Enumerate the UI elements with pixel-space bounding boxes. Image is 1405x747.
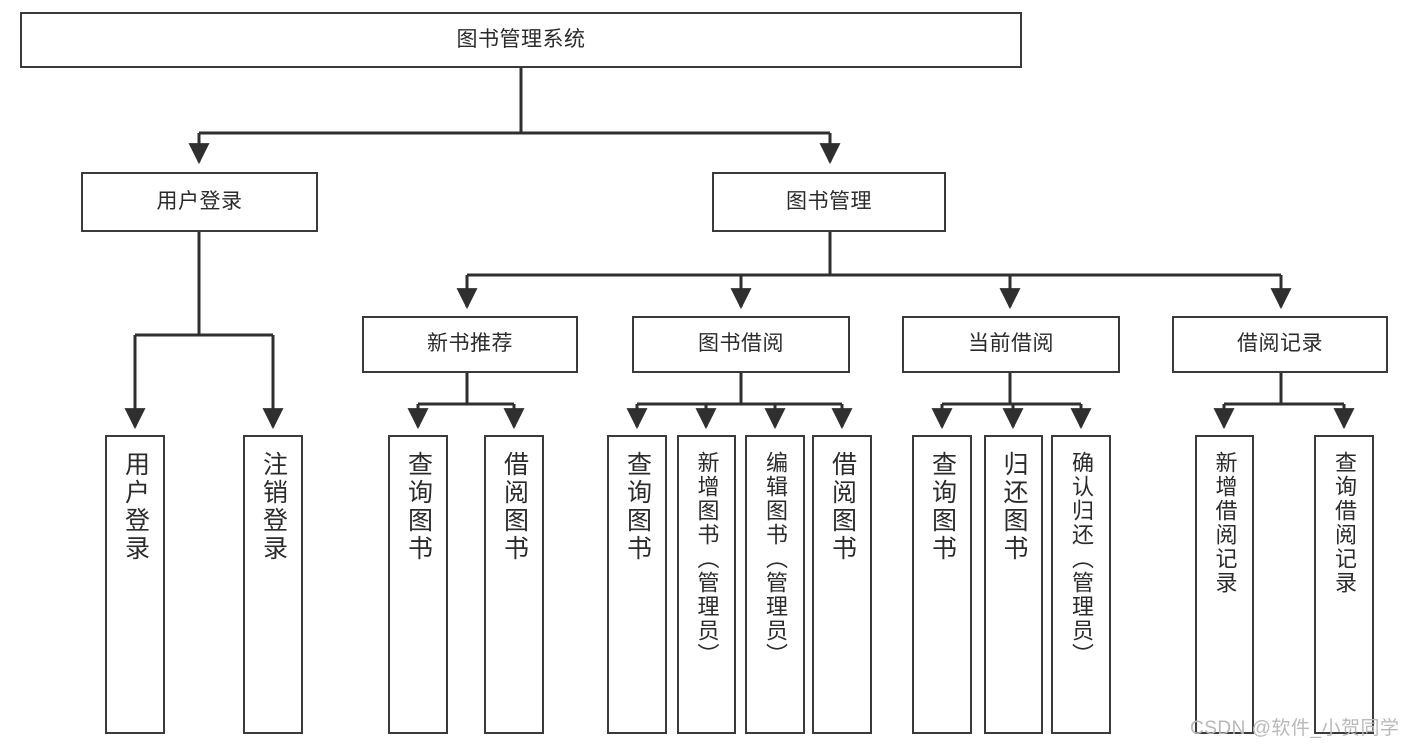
node-book-management-label: 图书管理: [786, 189, 872, 213]
node-current-borrow-label: 当前借阅: [968, 332, 1054, 356]
leaf-borrow-add-book-admin-label: 新增图书（管理员）: [694, 451, 720, 667]
leaf-record-query-record[interactable]: 查询借阅记录: [1314, 435, 1374, 734]
leaf-recommend-borrow-book-label: 借阅图书: [500, 451, 529, 563]
leaf-user-login-login[interactable]: 用户登录: [105, 435, 165, 734]
leaf-current-query-book-label: 查询图书: [928, 451, 957, 563]
node-borrow-record-label: 借阅记录: [1237, 332, 1323, 356]
leaf-record-add-record[interactable]: 新增借阅记录: [1195, 435, 1254, 734]
node-user-login[interactable]: 用户登录: [81, 172, 318, 232]
node-borrow-record[interactable]: 借阅记录: [1172, 316, 1388, 373]
leaf-borrow-query-book[interactable]: 查询图书: [607, 435, 667, 734]
node-new-book-recommend-label: 新书推荐: [427, 332, 513, 356]
node-book-borrow[interactable]: 图书借阅: [632, 316, 850, 373]
node-book-management[interactable]: 图书管理: [712, 172, 946, 232]
leaf-borrow-add-book-admin[interactable]: 新增图书（管理员）: [677, 435, 736, 734]
leaf-current-return-book-label: 归还图书: [1000, 451, 1028, 563]
leaf-borrow-edit-book-admin-label: 编辑图书（管理员）: [763, 451, 788, 667]
node-root-label: 图书管理系统: [456, 27, 586, 51]
leaf-record-add-record-label: 新增借阅记录: [1212, 451, 1238, 595]
leaf-borrow-query-book-label: 查询图书: [623, 451, 652, 563]
leaf-recommend-borrow-book[interactable]: 借阅图书: [484, 435, 544, 734]
leaf-current-query-book[interactable]: 查询图书: [912, 435, 972, 734]
leaf-record-query-record-label: 查询借阅记录: [1332, 451, 1357, 595]
leaf-user-login-login-label: 用户登录: [121, 451, 150, 563]
leaf-current-confirm-return-admin-label: 确认归还（管理员）: [1069, 451, 1094, 667]
watermark-text: CSDN @软件_小贺同学: [1190, 718, 1400, 739]
node-new-book-recommend[interactable]: 新书推荐: [362, 316, 578, 373]
leaf-borrow-borrow-book[interactable]: 借阅图书: [812, 435, 872, 734]
node-book-borrow-label: 图书借阅: [698, 332, 784, 356]
leaf-current-confirm-return-admin[interactable]: 确认归还（管理员）: [1051, 435, 1111, 734]
node-current-borrow[interactable]: 当前借阅: [902, 316, 1120, 373]
node-root[interactable]: 图书管理系统: [20, 12, 1022, 68]
leaf-current-return-book[interactable]: 归还图书: [984, 435, 1043, 734]
leaf-user-login-logout[interactable]: 注销登录: [243, 435, 303, 734]
leaf-recommend-query-book-label: 查询图书: [404, 451, 433, 563]
leaf-borrow-edit-book-admin[interactable]: 编辑图书（管理员）: [745, 435, 805, 734]
node-user-login-label: 用户登录: [156, 189, 243, 213]
leaf-user-login-logout-label: 注销登录: [259, 451, 288, 563]
leaf-borrow-borrow-book-label: 借阅图书: [828, 451, 857, 563]
leaf-recommend-query-book[interactable]: 查询图书: [388, 435, 448, 734]
